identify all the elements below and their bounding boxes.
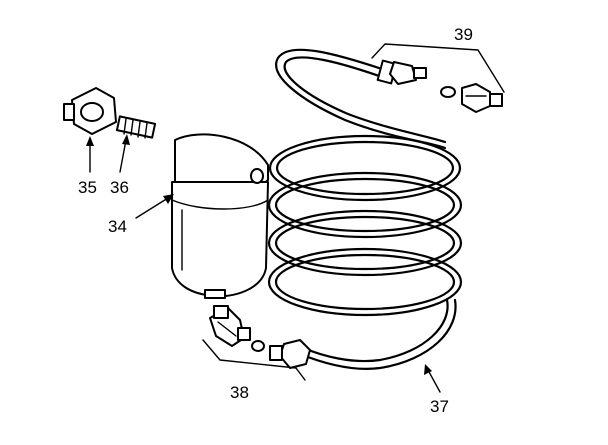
callout-36: 36 bbox=[110, 178, 129, 197]
bracket-39 bbox=[371, 43, 505, 93]
leader-arrows bbox=[86, 134, 441, 393]
bracket-38 bbox=[202, 339, 306, 381]
part-34-bowl bbox=[171, 133, 269, 299]
callout-35: 35 bbox=[78, 178, 97, 197]
part-39-fittings bbox=[440, 83, 503, 113]
coiled-hose bbox=[267, 48, 463, 370]
callout-37: 37 bbox=[430, 397, 449, 416]
callout-34: 34 bbox=[108, 217, 127, 236]
hose-fitting-lower bbox=[251, 339, 311, 369]
callout-39: 39 bbox=[454, 25, 473, 44]
callout-38: 38 bbox=[230, 383, 249, 402]
hose-fitting-upper bbox=[376, 59, 427, 85]
part-36-nipple bbox=[115, 115, 157, 139]
part-35-plug bbox=[63, 87, 117, 135]
part-38-elbow bbox=[209, 305, 251, 347]
